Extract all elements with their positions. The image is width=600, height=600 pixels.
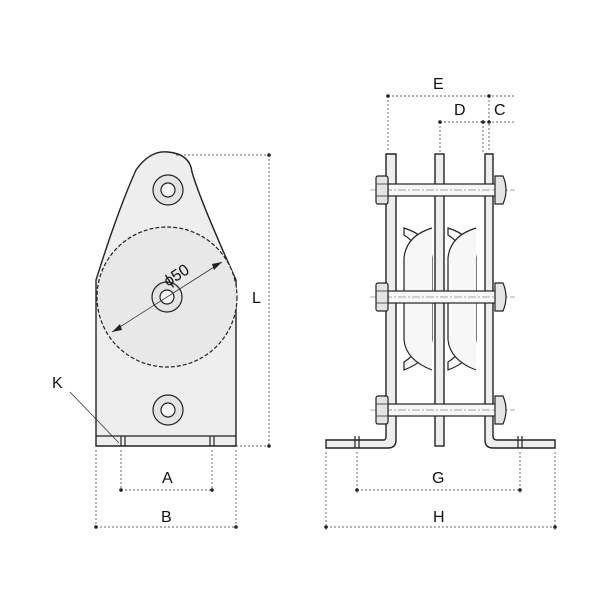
side-bottom-bolt — [370, 395, 515, 425]
label-H: H — [433, 509, 445, 526]
side-top-bolt — [370, 175, 515, 205]
side-middle-bolt — [370, 282, 515, 312]
label-L: L — [252, 290, 261, 307]
left-bracket-plate — [325, 153, 397, 449]
front-view: ϕ50 L K A B — [52, 151, 271, 530]
label-A: A — [162, 470, 173, 487]
label-B: B — [161, 509, 172, 526]
leader-K — [69, 391, 120, 444]
label-K: K — [52, 375, 63, 392]
bottom-bolt — [152, 394, 184, 426]
label-D: D — [454, 102, 466, 119]
diameter-leader — [111, 261, 223, 333]
right-bracket-plate — [484, 153, 556, 449]
label-E: E — [433, 76, 444, 93]
top-bolt — [152, 174, 184, 206]
label-C: C — [494, 102, 506, 119]
label-G: G — [432, 470, 444, 487]
side-view: E D C G H — [324, 76, 557, 530]
